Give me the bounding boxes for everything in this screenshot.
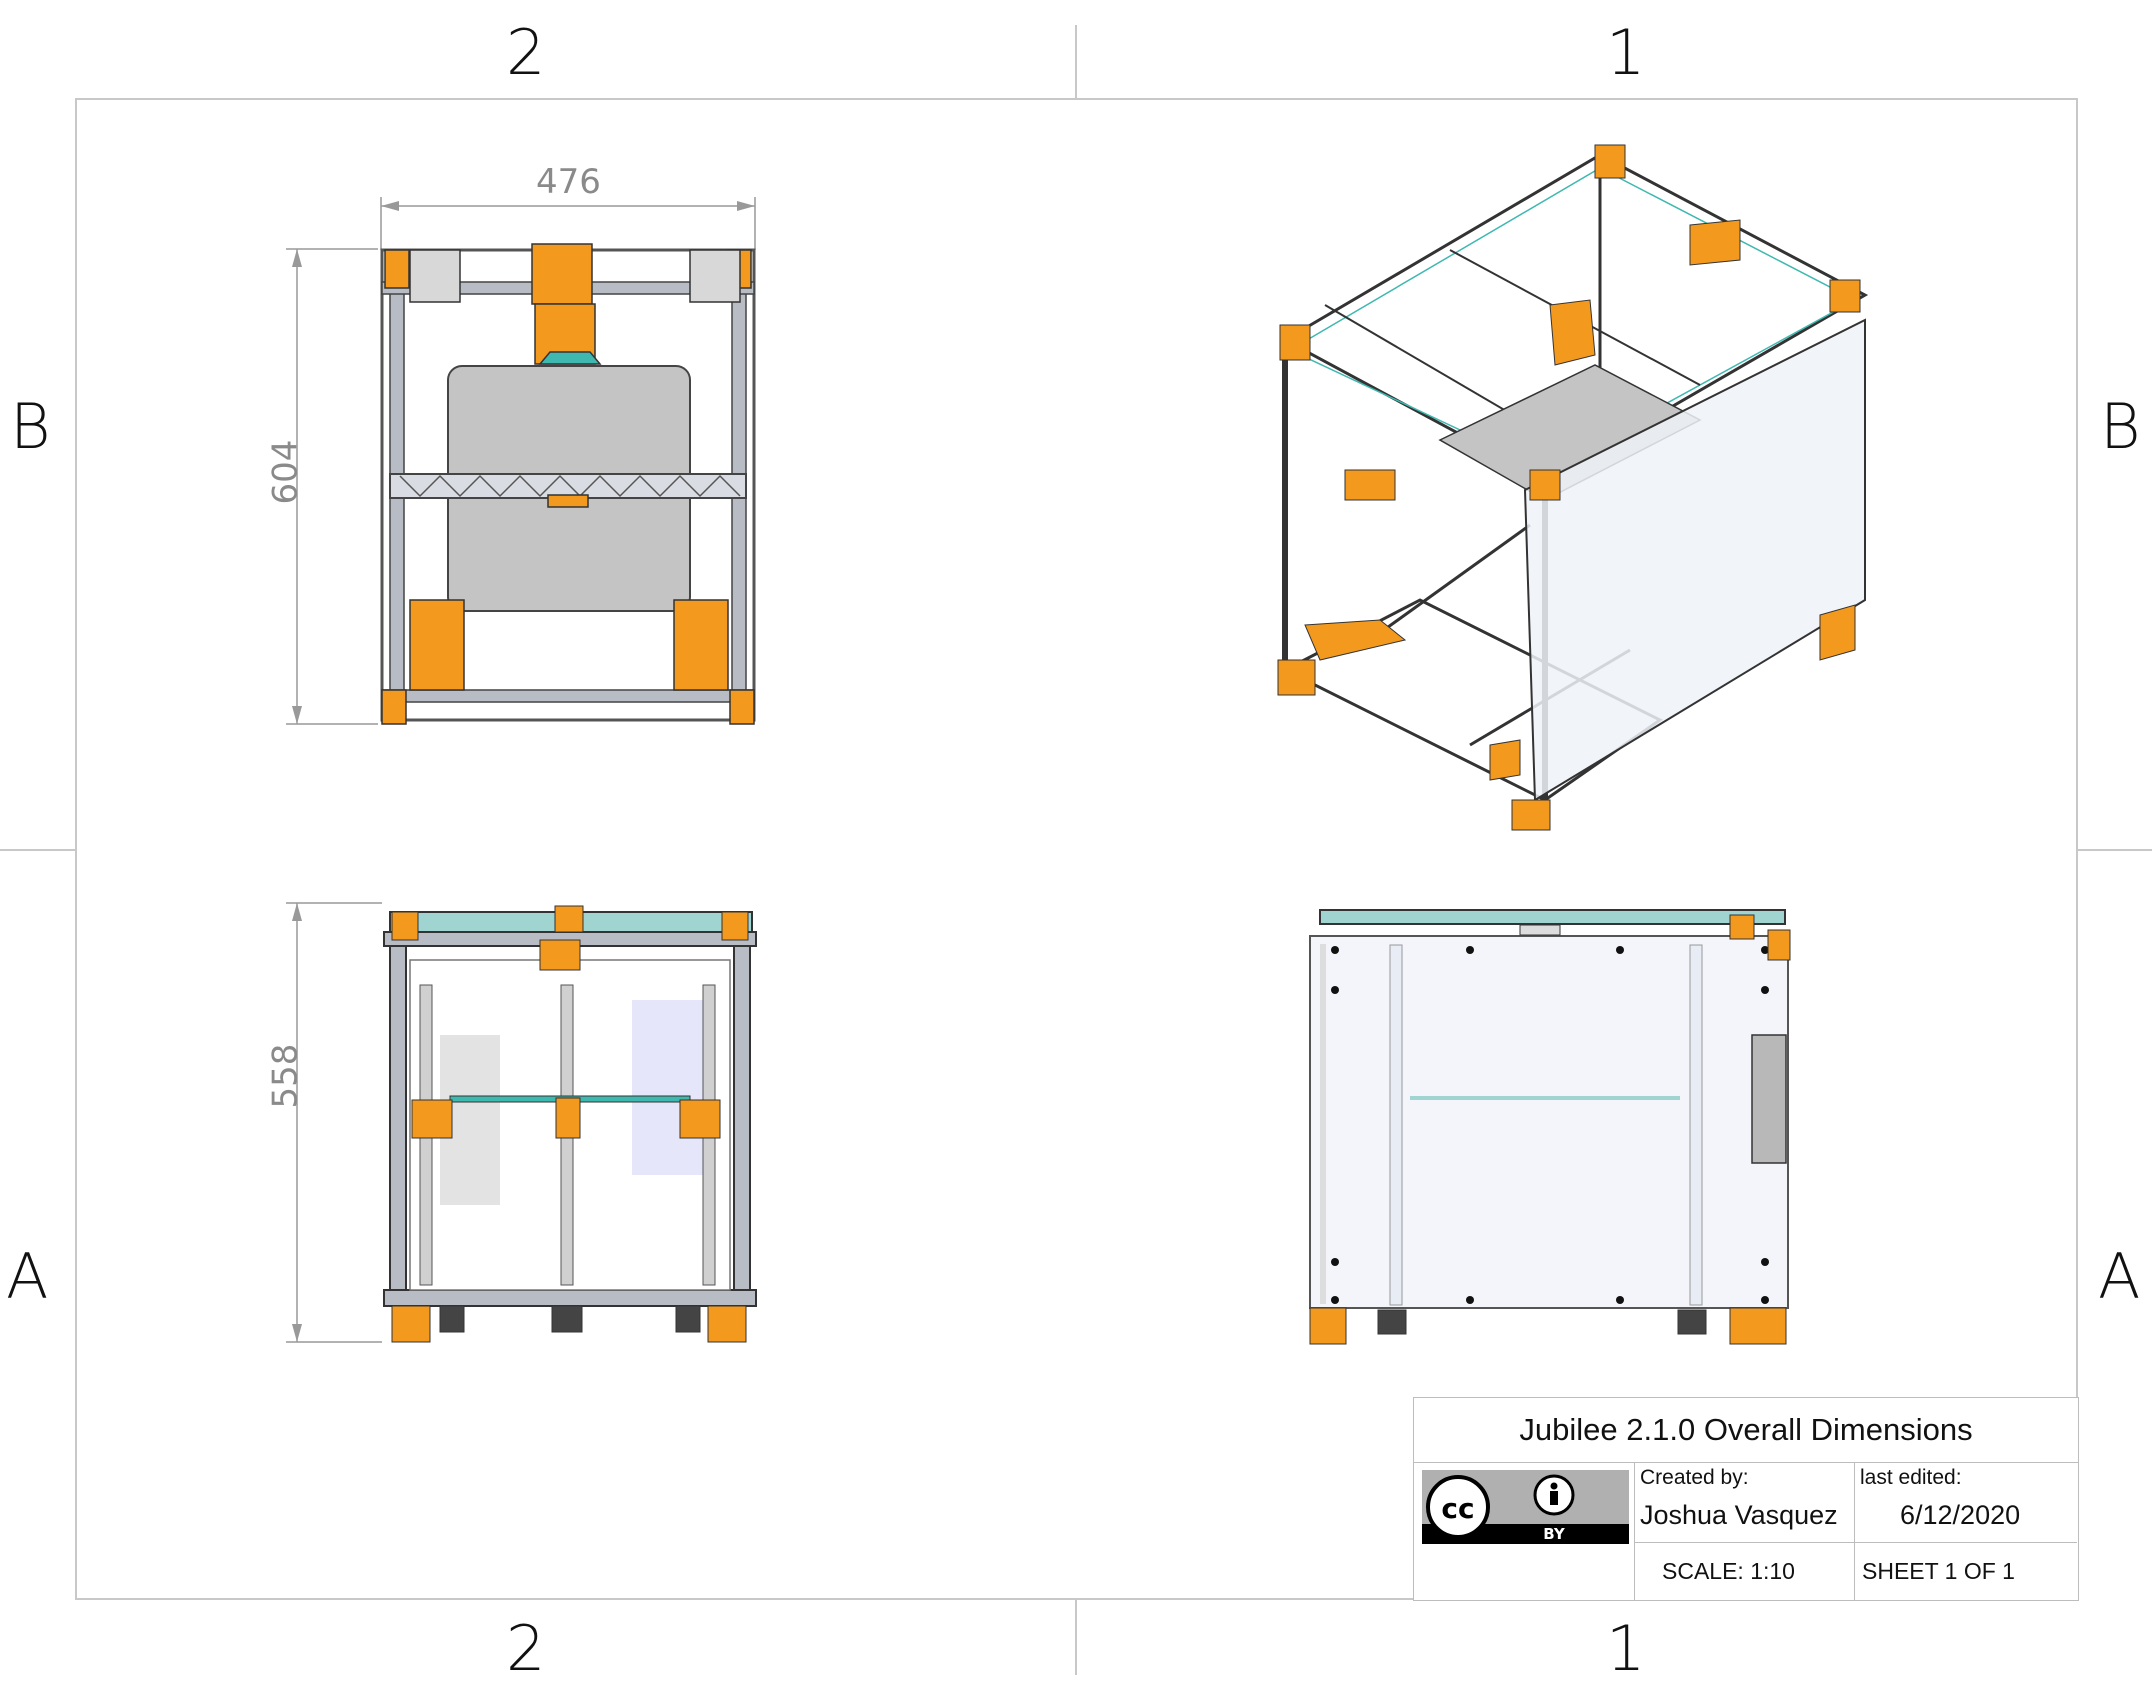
zone-left-a: A: [6, 1240, 49, 1313]
last-edited-label: last edited:: [1860, 1466, 1962, 1489]
sheet-cell: SHEET 1 OF 1: [1854, 1542, 2077, 1600]
scale-cell: SCALE: 1:10: [1634, 1542, 1855, 1600]
license-text: BY: [1543, 1525, 1566, 1543]
zone-bottom-2: 2: [506, 1612, 546, 1685]
title-block: Jubilee 2.1.0 Overall Dimensions cc BY C…: [1413, 1397, 2079, 1601]
author-name: Joshua Vasquez: [1640, 1500, 1838, 1530]
isometric-view: [1277, 144, 1869, 831]
right-side-view: [1309, 909, 1791, 1345]
created-by-label: Created by:: [1640, 1466, 1749, 1489]
sheet-text: SHEET 1 OF 1: [1862, 1558, 2015, 1584]
created-by-cell: Created by: Joshua Vasquez: [1634, 1462, 1855, 1543]
license-cell: cc BY: [1414, 1462, 1635, 1601]
dimension-height-label: 604: [265, 439, 306, 505]
scale-text: SCALE: 1:10: [1662, 1558, 1795, 1584]
zone-top-1: 1: [1606, 16, 1646, 89]
dimension-width-label: 476: [536, 162, 601, 202]
zone-bottom-1: 1: [1606, 1612, 1646, 1685]
zone-right-b: B: [2100, 390, 2141, 463]
last-edited-cell: last edited: 6/12/2020: [1854, 1462, 2077, 1543]
cc-by-icon: cc BY: [1422, 1470, 1629, 1544]
zone-top-2: 2: [506, 16, 546, 89]
sheet-border: [75, 98, 2078, 1600]
front-view: [286, 197, 756, 725]
left-side-view: [286, 902, 757, 1343]
last-edited-date: 6/12/2020: [1900, 1500, 2021, 1530]
svg-text:cc: cc: [1441, 1492, 1474, 1525]
zone-left-b: B: [10, 390, 51, 463]
dimension-side-height-label: 558: [265, 1043, 306, 1109]
drawing-title: Jubilee 2.1.0 Overall Dimensions: [1414, 1398, 2078, 1463]
zone-right-a: A: [2098, 1240, 2141, 1313]
